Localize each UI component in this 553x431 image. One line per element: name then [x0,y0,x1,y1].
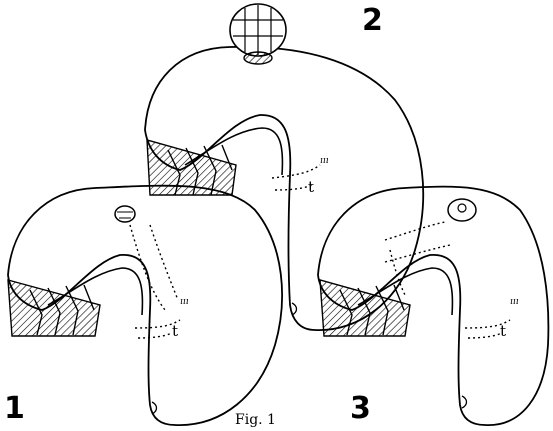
panel-2-t-label: t [308,178,314,196]
svg-text:ııı: ııı [180,297,189,307]
figure-caption: Fig. 1 [235,412,276,428]
panel-2-drawing: t ııı [145,4,423,330]
svg-text:ııı: ııı [320,156,329,166]
panel-number-2: 2 [362,6,383,36]
panel-3-drawing: t ııı [318,187,548,425]
svg-text:ııı: ııı [510,297,519,307]
panel-3-t-label: t [500,322,506,340]
panel-1-drawing: t ııı [8,186,282,425]
panel-number-1: 1 [4,394,25,424]
panel-number-3: 3 [350,394,371,424]
panel-1-t-label: t [172,322,178,340]
